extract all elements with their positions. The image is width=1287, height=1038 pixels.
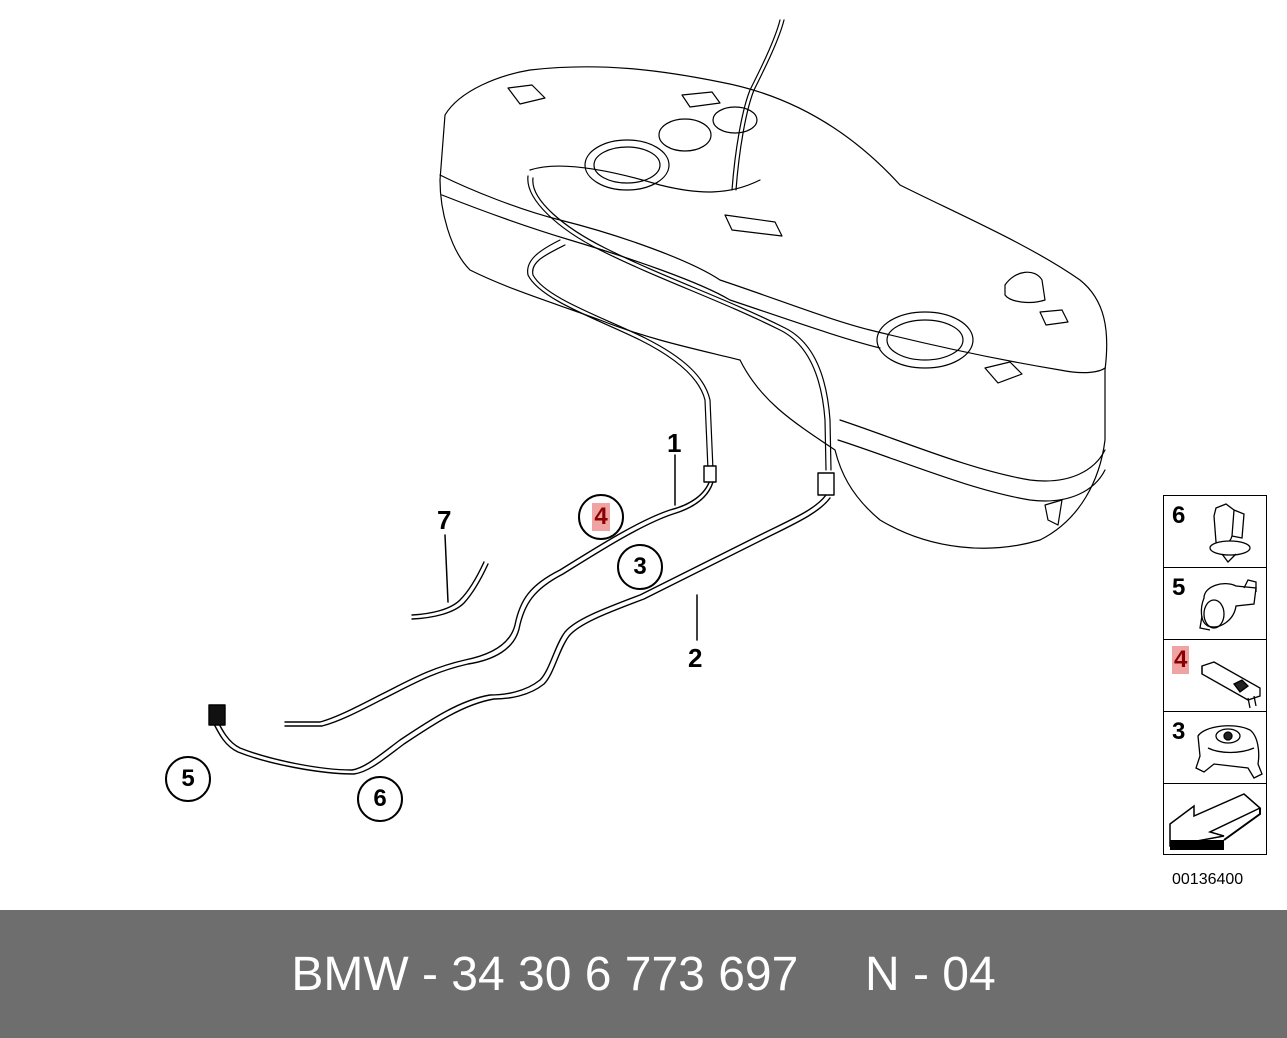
- legend-number: 6: [1172, 502, 1186, 529]
- callout-7: 7: [437, 505, 452, 535]
- part-number-caption: BMW - 34 30 6 773 697 N - 04: [291, 947, 996, 1001]
- legend-number: 3: [1172, 718, 1186, 745]
- callout-5: 5: [165, 756, 211, 802]
- pipe-section-7: [411, 561, 485, 616]
- callout-4: 4: [578, 494, 624, 540]
- arrow-left-icon: [1169, 793, 1262, 850]
- callout-1: 1: [667, 428, 682, 458]
- fuel-tank-seam-lower: [441, 194, 881, 349]
- parts-legend: 6 5 4: [1163, 495, 1267, 855]
- legend-number: 4: [1172, 646, 1190, 674]
- clip-icon: [1209, 503, 1251, 563]
- legend-item-5[interactable]: 5: [1163, 567, 1267, 640]
- bracket-icon: [1201, 661, 1261, 709]
- fuel-line-1: [284, 479, 711, 723]
- pump-flange-right: [876, 311, 974, 369]
- vent-pipe-top: [731, 19, 781, 191]
- back-navigation[interactable]: [1163, 783, 1267, 855]
- diagram-reference-number: 00136400: [1172, 871, 1244, 888]
- callout-2: 2: [688, 643, 703, 673]
- fuel-tank-outline: [439, 66, 1108, 549]
- legend-item-6[interactable]: 6: [1163, 495, 1267, 568]
- footer-bar: BMW - 34 30 6 773 697 N - 04: [0, 910, 1287, 1038]
- legend-item-3[interactable]: 3: [1163, 711, 1267, 784]
- pump-flange-left: [584, 139, 670, 191]
- legend-number: 5: [1172, 574, 1186, 601]
- legend-item-4[interactable]: 4: [1163, 639, 1267, 712]
- fuel-line-2: [215, 494, 827, 771]
- callout-6: 6: [357, 776, 403, 822]
- fuel-tank-lower-seam: [839, 419, 1106, 482]
- fuel-tank-lower-seam-2: [837, 439, 1106, 502]
- fuel-tank-drawing: [208, 19, 1108, 775]
- holder-icon: [1195, 725, 1263, 779]
- double-clip-icon: [1199, 579, 1257, 631]
- callout-3: 3: [617, 544, 663, 590]
- fuel-tank-seam: [439, 174, 1106, 374]
- parts-diagram: 1 2 7 3 4 5 6: [165, 19, 1108, 822]
